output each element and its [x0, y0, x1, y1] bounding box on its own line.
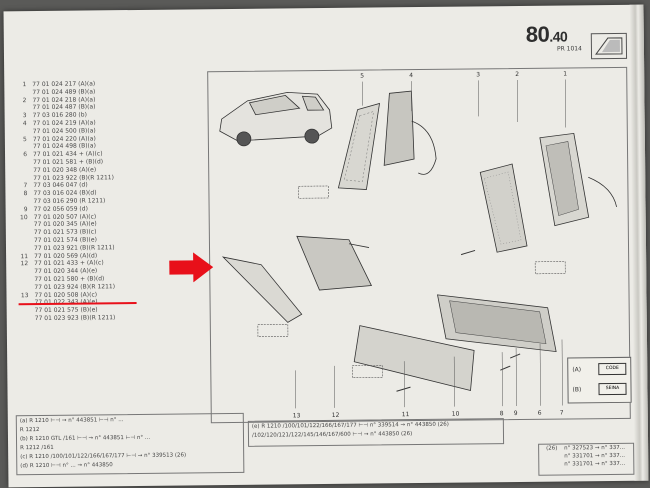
part-row: 77 01 023 923 (B)(R 1211) — [21, 313, 211, 323]
part-callout-number: 7 — [23, 182, 28, 190]
legend-a-label: (A) — [572, 366, 582, 374]
page-edge — [629, 4, 649, 481]
callout-number: 12 — [331, 411, 340, 419]
legend-b-label: (B) — [572, 386, 582, 394]
callout-leader — [501, 352, 503, 407]
footer-note: R 1212 /161 — [20, 444, 54, 452]
callout-number: 13 — [292, 412, 301, 420]
callout-number: 6 — [537, 409, 542, 417]
page-number-main: 80 — [525, 21, 550, 47]
callout-number: 2 — [515, 70, 520, 79]
page-number: 80.40 — [526, 21, 568, 47]
part-callout-number: 12 — [20, 260, 29, 268]
indicator-lens-10 — [353, 325, 475, 391]
footer-right-code: (26) — [546, 445, 558, 452]
callouts-top: 5 4 3 2 1 — [4, 5, 644, 79]
part-callout-number: 6 — [23, 151, 28, 159]
footer-right-notes: n° 327523 → n° 337...n° 331701 → n° 337.… — [4, 5, 644, 468]
footer-note: (d) R 1210 ⊢⊣ n° ... → n° 443850 — [20, 462, 113, 470]
callout-number: 10 — [451, 410, 460, 418]
exploded-diagram — [219, 79, 617, 409]
lamp-pictogram — [590, 32, 628, 60]
footer-note: n° 327523 → n° 337... — [564, 444, 625, 452]
page-subcode: PR 1014 — [556, 45, 582, 53]
part-callout-number: 8 — [23, 190, 28, 198]
callout-leader — [515, 348, 517, 407]
callout-number: 3 — [476, 71, 481, 79]
part-callout-number: 2 — [22, 96, 27, 104]
part-number: 77 01 023 923 (B)(R 1211) — [34, 314, 116, 322]
callout-number: 7 — [559, 409, 564, 417]
side-lens-13 — [221, 256, 303, 323]
screws — [396, 249, 521, 392]
legend-b-box: SEINA — [598, 382, 627, 396]
lamp-housing-4 — [383, 90, 437, 175]
version-legend: (A) CODE (B) SEINA — [567, 356, 632, 404]
part-callout-number: 9 — [23, 205, 28, 213]
callout-number: 5 — [360, 72, 365, 80]
indicator-housing-6 — [437, 294, 557, 353]
callout-number: 8 — [499, 410, 504, 418]
reference-boxes — [257, 185, 566, 379]
footer-note: n° 331701 → n° 337... — [564, 460, 626, 468]
callout-leader — [453, 356, 455, 407]
callout-leader — [565, 79, 567, 128]
footer-note: (a) R 1210 ⊢⊣ → n° 443851 ⊢⊣ n° ... — [19, 417, 124, 425]
part-callout-number: 5 — [23, 135, 27, 143]
lamp-lens-2 — [479, 163, 528, 253]
legend-a-box: CODE — [598, 362, 627, 376]
part-callout-number: 3 — [22, 112, 27, 120]
footer-mid-notes: (e) R 1210 /100/101/122/166/167/177 ⊢⊣ n… — [4, 5, 644, 439]
lamp-housing-1 — [539, 132, 617, 227]
part-callout-number: 13 — [20, 291, 29, 299]
page-number-suffix: .40 — [549, 28, 568, 45]
footer-left-notes: (a) R 1210 ⊢⊣ → n° 443851 ⊢⊣ n° ... R 121… — [4, 5, 644, 469]
side-lamp-12 — [296, 235, 373, 291]
part-callout-number: 4 — [22, 120, 27, 128]
callout-number: 9 — [513, 410, 518, 418]
callout-number: 1 — [563, 70, 568, 78]
lamp-icon — [595, 37, 623, 55]
footer-note: n° 331701 → n° 337... — [564, 452, 626, 460]
callout-leader-lines — [295, 79, 567, 409]
part-callout-number: 11 — [20, 252, 29, 260]
callout-number: 11 — [401, 411, 410, 419]
car-illustration — [219, 91, 333, 147]
part-callout-number: 1 — [22, 81, 27, 89]
callout-number: 4 — [409, 72, 414, 80]
callout-leader — [561, 339, 563, 406]
footer-note: R 1212 — [19, 427, 40, 434]
lamp-lens-5 — [337, 102, 380, 190]
callout-leader — [539, 343, 541, 406]
part-callout-number: 10 — [20, 213, 28, 221]
red-arrow-icon — [169, 252, 214, 283]
